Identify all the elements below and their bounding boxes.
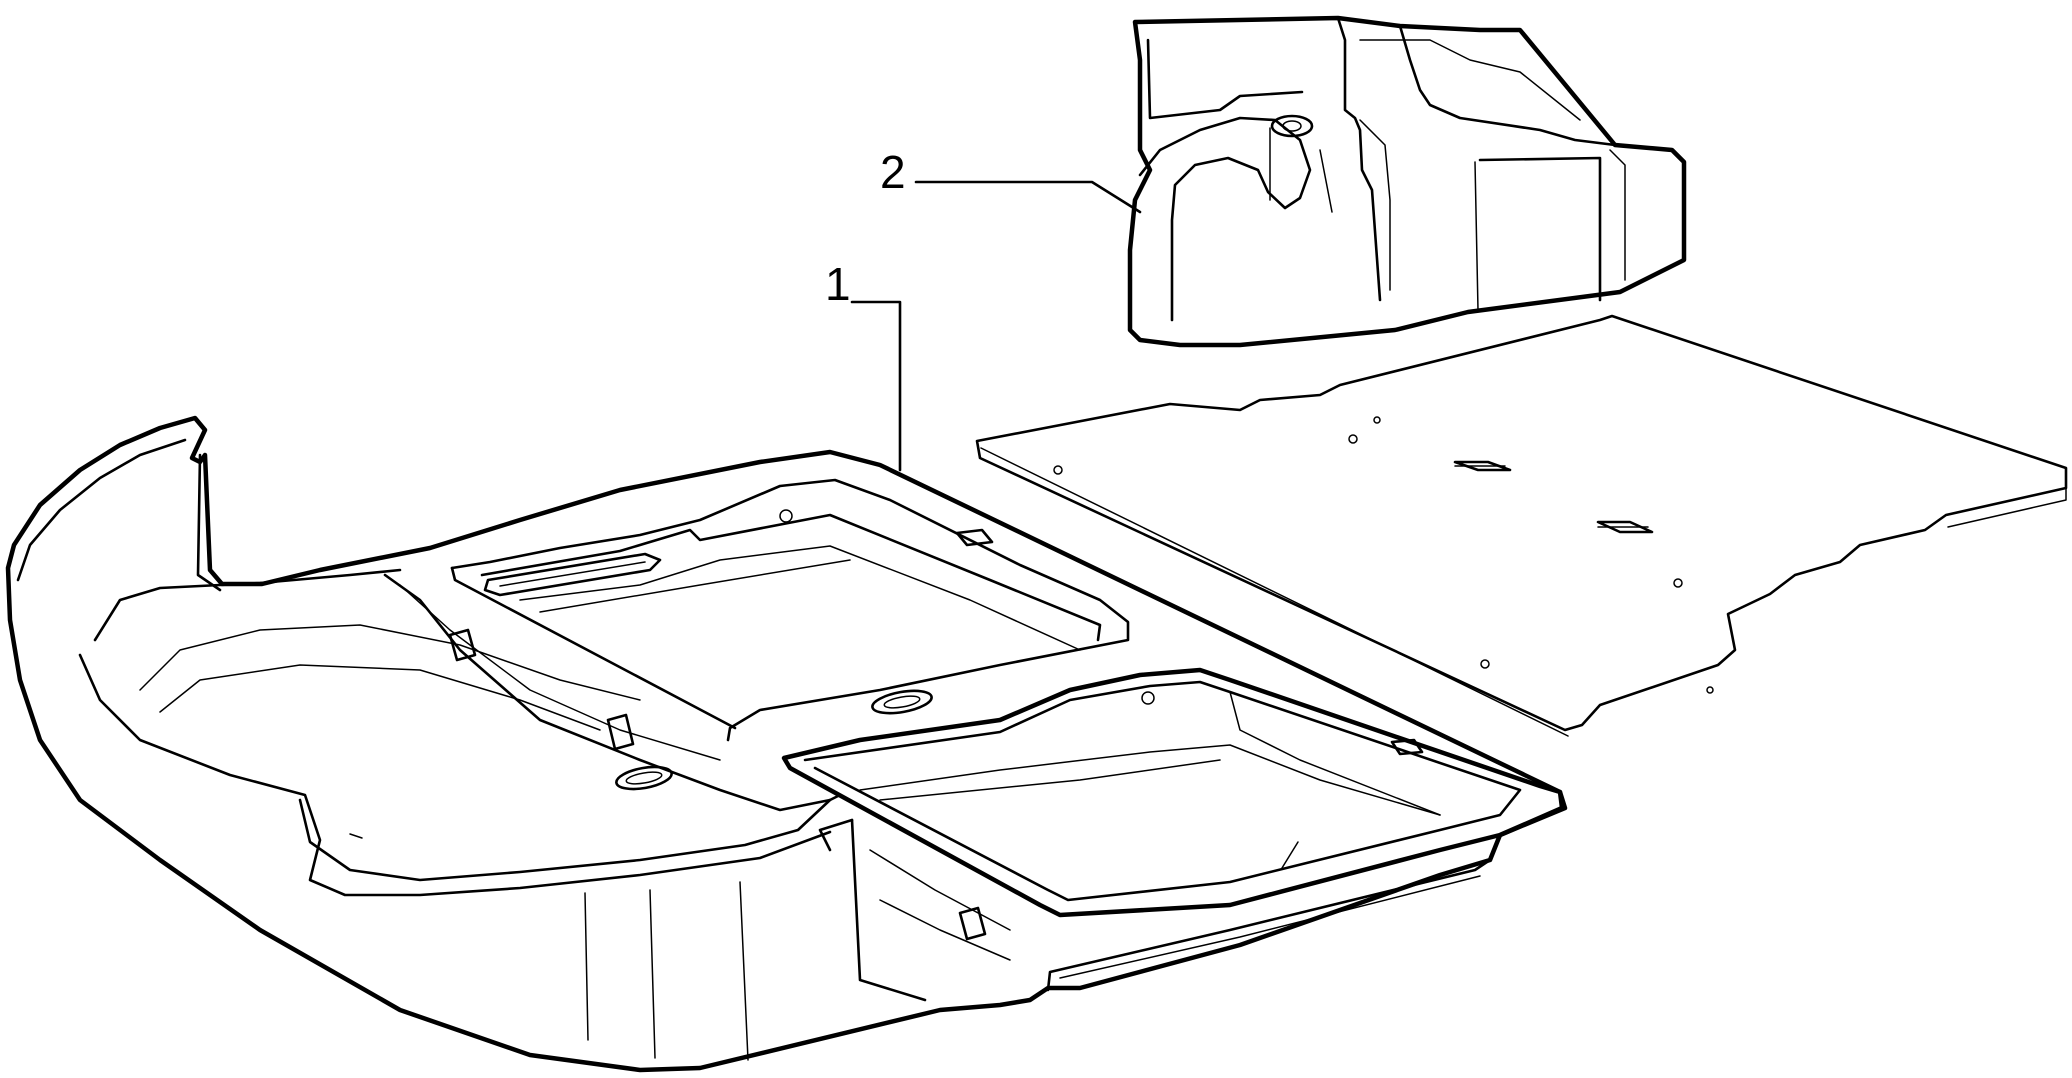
callout-1-leader-line [850,300,902,472]
callout-number-1: 1 [825,258,851,310]
callout-2: 2 [880,146,1142,214]
part-1-rear-compartment-tray [5,415,1568,1073]
floor-mat-panel [975,314,2068,737]
callout-1: 1 [825,258,902,472]
callout-2-leader-line [914,180,1142,214]
callout-number-2: 2 [880,146,906,198]
part-2-wheel-housing-cover [1127,15,1687,348]
